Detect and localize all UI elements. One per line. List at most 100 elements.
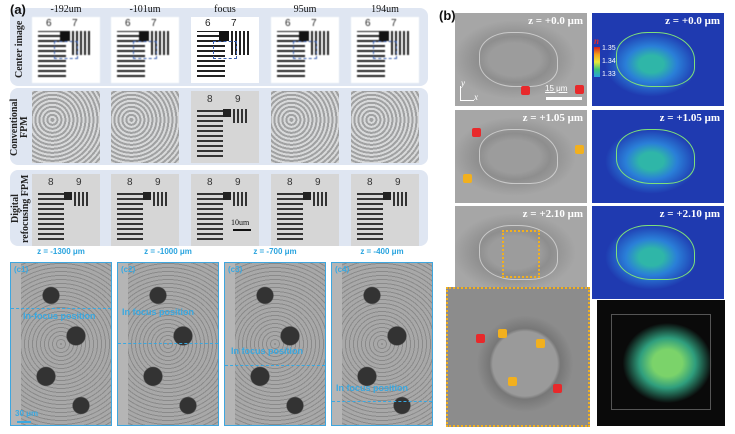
focus-line: [332, 401, 432, 402]
target-square: [383, 192, 391, 200]
subpanel-tag: (c3): [228, 265, 243, 274]
digital-refocusing-image: 8 9 10um: [191, 174, 259, 246]
target-bars: [72, 31, 90, 55]
in-focus-annotation: In-focus position: [23, 311, 96, 321]
zoom-region-box: [213, 41, 237, 59]
phase-image: z = +2.10 μm: [455, 206, 587, 299]
depth-label: z = +0.0 μm: [528, 15, 583, 27]
cell-outline: [478, 31, 558, 88]
focus-line: [225, 365, 325, 366]
target-square: [64, 192, 72, 200]
target-bars: [391, 31, 409, 55]
scale-bar-line: [17, 421, 31, 423]
target-bars: [197, 192, 223, 240]
conventional-fpm-image: [32, 91, 100, 163]
depth-label: z = -1300 μm: [37, 247, 85, 256]
scale-bar-label: 30 μm: [15, 409, 39, 418]
conventional-fpm-image: [271, 91, 339, 163]
colorbar-tick-max: 1.35: [602, 45, 616, 52]
group-number: 8: [48, 177, 54, 188]
3d-render: [597, 300, 725, 426]
group-number: 6: [365, 18, 371, 29]
group-number: 8: [207, 94, 213, 105]
cell-outline: [478, 224, 558, 281]
group-number: 6: [205, 18, 211, 29]
digital-refocusing-image: 8 9: [271, 174, 339, 246]
depth-label: z = -400 μm: [360, 247, 404, 256]
tissue-image-c4: (c4) In focus position: [331, 262, 433, 426]
center-image: 6 7: [32, 17, 100, 83]
row-label-center: Center image: [14, 20, 25, 78]
axis-y-label: y: [461, 78, 465, 88]
target-square: [379, 31, 389, 41]
yellow-arrow-icon: [463, 174, 472, 183]
tissue-image-c2: (c2) In focus position: [117, 262, 219, 426]
group-number: 8: [287, 177, 293, 188]
focus-line: [11, 308, 111, 309]
colorbar: [594, 47, 600, 77]
red-arrow-icon: [472, 128, 481, 137]
in-focus-annotation: In focus position: [336, 383, 408, 393]
row-label-digital: Digital refocusing FPM: [10, 174, 31, 244]
depth-label: z = -1000 μm: [144, 247, 192, 256]
colorbar-tick-min: 1.33: [602, 71, 616, 78]
row-label-conventional: Conventional FPM: [9, 98, 30, 156]
column-title: 194um: [371, 4, 399, 15]
target-square: [223, 192, 231, 200]
target-bars: [38, 192, 64, 240]
center-image: 6 7: [111, 17, 179, 83]
refractive-index-map: z = +2.10 μm: [592, 206, 724, 299]
digital-refocusing-image: 8 9: [111, 174, 179, 246]
target-bars: [393, 192, 409, 206]
target-square: [303, 192, 311, 200]
cell-outline: [478, 128, 558, 185]
digital-refocusing-image: 8 9: [32, 174, 100, 246]
group-number: 8: [367, 177, 373, 188]
cell-outline: [615, 31, 695, 88]
scale-bar-label: 10um: [231, 218, 250, 227]
zoom-region-box: [133, 41, 157, 59]
tissue-edge: [332, 263, 342, 425]
zoom-region-box: [54, 41, 78, 59]
group-number: 7: [72, 18, 78, 29]
target-bars: [313, 192, 329, 206]
in-focus-annotation: In focus position: [122, 307, 194, 317]
group-number: 9: [155, 177, 161, 188]
yellow-arrow-icon: [498, 329, 507, 338]
tissue-edge: [225, 263, 235, 425]
cell-outline: [615, 128, 695, 185]
red-arrow-icon: [553, 384, 562, 393]
refractive-index-map: z = +1.05 μm: [592, 110, 724, 203]
group-number: 9: [235, 94, 241, 105]
target-square: [223, 109, 231, 117]
target-bars: [153, 192, 169, 206]
axis-arrows-icon: [460, 86, 461, 100]
target-bars: [357, 192, 383, 240]
group-number: 9: [235, 177, 241, 188]
depth-label: z = +0.0 μm: [665, 15, 720, 27]
colorbar-tick-mid: 1.34: [602, 58, 616, 65]
group-number: 9: [76, 177, 82, 188]
depth-label: z = +2.10 μm: [659, 208, 720, 220]
group-number: 9: [395, 177, 401, 188]
depth-label: z = +1.05 μm: [659, 112, 720, 124]
phase-image: z = +1.05 μm: [455, 110, 587, 203]
target-square: [143, 192, 151, 200]
conventional-fpm-image: 8 9: [191, 91, 259, 163]
focus-line: [118, 343, 218, 344]
depth-label: z = +2.10 μm: [522, 208, 583, 220]
group-number: 8: [207, 177, 213, 188]
column-title: -192um: [50, 4, 82, 15]
center-image: 6 7: [191, 17, 259, 83]
center-image: 6 7: [271, 17, 339, 83]
target-bars: [233, 109, 249, 123]
target-bars: [151, 31, 169, 55]
axis-x-label: x: [474, 92, 478, 102]
target-bars: [197, 109, 223, 157]
zoom-region-box: [502, 230, 540, 278]
zoom-region-box: [293, 41, 317, 59]
group-number: 7: [391, 18, 397, 29]
red-arrow-icon: [575, 85, 584, 94]
group-number: 9: [315, 177, 321, 188]
panel-b-label: (b): [439, 8, 456, 23]
